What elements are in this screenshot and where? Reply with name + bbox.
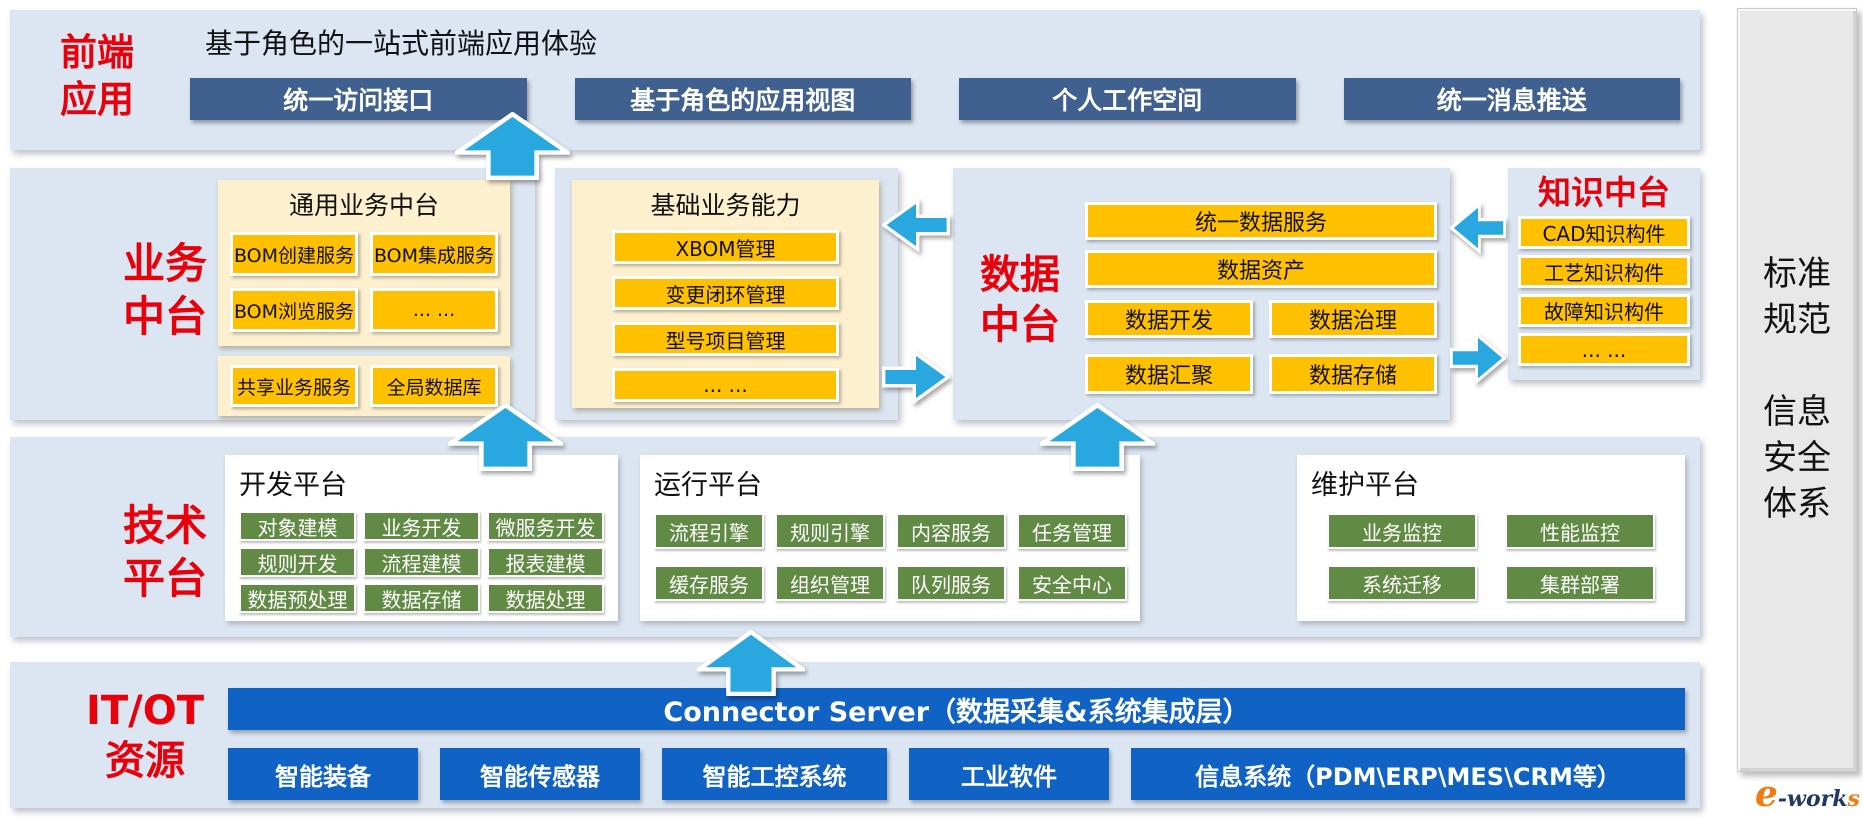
run-platform-title: 运行平台 xyxy=(654,470,762,501)
chip-object-modeling: 对象建模 xyxy=(239,511,356,541)
chip-data-store: 数据存储 xyxy=(363,583,480,613)
chip-unified-data-service: 统一数据服务 xyxy=(1085,202,1437,240)
chip-model-project: 型号项目管理 xyxy=(612,322,839,356)
eworks-logo-s: s xyxy=(1847,786,1860,812)
chip-rule-dev: 规则开发 xyxy=(239,547,356,577)
chip-microservice-dev: 微服务开发 xyxy=(487,511,604,541)
chip-data-asset: 数据资产 xyxy=(1085,250,1437,288)
up-arrow-itot-to-tech-icon xyxy=(697,630,805,696)
itot-layer-label: IT/OT 资源 xyxy=(85,688,205,785)
chip-cache-service: 缓存服务 xyxy=(654,565,764,601)
up-arrow-tech-to-business-icon xyxy=(448,403,563,471)
chip-rule-engine: 规则引擎 xyxy=(775,513,885,549)
chip-data-storage: 数据存储 xyxy=(1269,354,1437,394)
chip-report-modeling: 报表建模 xyxy=(487,547,604,577)
chip-task-manage: 任务管理 xyxy=(1017,513,1127,549)
business-layer-label: 业务 中台 xyxy=(122,239,207,341)
eworks-logo-work: -work xyxy=(1777,786,1848,812)
right-arrow-data-to-knowledge-icon xyxy=(1450,332,1506,384)
chip-business-dev: 业务开发 xyxy=(363,511,480,541)
chip-cad-knowledge: CAD知识构件 xyxy=(1518,216,1690,249)
chip-data-aggregation: 数据汇聚 xyxy=(1085,354,1253,394)
chip-data-preprocess: 数据预处理 xyxy=(239,583,356,613)
chip-process-knowledge: 工艺知识构件 xyxy=(1518,255,1690,288)
chip-security-center: 安全中心 xyxy=(1017,565,1127,601)
chip-information-systems: 信息系统（PDM\ERP\MES\CRM等） xyxy=(1131,748,1685,800)
chip-queue-service: 队列服务 xyxy=(896,565,1006,601)
basic-capability-title: 基础业务能力 xyxy=(650,191,801,220)
frontend-title: 基于角色的一站式前端应用体验 xyxy=(205,27,598,60)
general-business-title: 通用业务中台 xyxy=(288,191,439,220)
chip-business-monitor: 业务监控 xyxy=(1327,513,1477,549)
eworks-logo-e: e xyxy=(1755,773,1778,815)
standards-security-sidebar: 标准 规范 信息 安全 体系 xyxy=(1737,8,1857,772)
chip-bom-integrate: BOM集成服务 xyxy=(370,232,498,276)
chip-fault-knowledge: 故障知识构件 xyxy=(1518,294,1690,327)
banner-role-app-view: 基于角色的应用视图 xyxy=(574,78,911,120)
chip-industrial-software: 工业软件 xyxy=(909,748,1109,800)
banner-personal-workspace: 个人工作空间 xyxy=(959,78,1296,120)
connector-server-bar: Connector Server（数据采集&系统集成层） xyxy=(228,688,1685,730)
maintain-platform-box: 维护平台 业务监控 性能监控 系统迁移 集群部署 xyxy=(1297,455,1685,621)
chip-bom-create: BOM创建服务 xyxy=(230,232,358,276)
chip-org-manage: 组织管理 xyxy=(775,565,885,601)
left-arrow-knowledge-to-data-icon xyxy=(1450,202,1506,254)
chip-smart-equipment: 智能装备 xyxy=(228,748,418,800)
dev-platform-title: 开发平台 xyxy=(239,470,347,501)
chip-smart-industrial-control: 智能工控系统 xyxy=(662,748,887,800)
left-arrow-data-to-business-icon xyxy=(882,198,950,252)
eworks-logo: e-works xyxy=(1755,773,1860,815)
banner-unified-message-push: 统一消息推送 xyxy=(1343,78,1680,120)
right-arrow-business-to-data-icon xyxy=(882,350,950,404)
chip-shared-service: 共享业务服务 xyxy=(230,365,358,407)
maintain-platform-title: 维护平台 xyxy=(1311,470,1419,501)
frontend-banner-row: 统一访问接口 基于角色的应用视图 个人工作空间 统一消息推送 xyxy=(190,78,1680,120)
chip-performance-monitor: 性能监控 xyxy=(1505,513,1655,549)
chip-process-engine: 流程引擎 xyxy=(654,513,764,549)
chip-system-migration: 系统迁移 xyxy=(1327,565,1477,601)
dev-platform-box: 开发平台 对象建模 业务开发 微服务开发 规则开发 流程建模 报表建模 数据预处… xyxy=(225,455,618,621)
chip-cluster-deploy: 集群部署 xyxy=(1505,565,1655,601)
banner-unified-access: 统一访问接口 xyxy=(190,78,527,120)
shared-service-box: 共享业务服务 全局数据库 xyxy=(218,356,510,416)
standards-security-text: 标准 规范 信息 安全 体系 xyxy=(1763,254,1831,524)
frontend-layer-label: 前端 应用 xyxy=(60,31,134,121)
chip-data-process: 数据处理 xyxy=(487,583,604,613)
up-arrow-business-to-frontend-icon xyxy=(455,112,570,180)
run-platform-box: 运行平台 流程引擎 规则引擎 内容服务 任务管理 缓存服务 组织管理 队列服务 … xyxy=(640,455,1140,621)
chip-general-more: ... ... xyxy=(370,288,498,332)
chip-smart-sensor: 智能传感器 xyxy=(440,748,640,800)
chip-bom-browse: BOM浏览服务 xyxy=(230,288,358,332)
chip-knowledge-more: ... ... xyxy=(1518,333,1690,366)
chip-xbom: XBOM管理 xyxy=(612,230,839,264)
general-business-box: 通用业务中台 BOM创建服务 BOM集成服务 BOM浏览服务 ... ... xyxy=(218,180,510,346)
chip-change-loop: 变更闭环管理 xyxy=(612,276,839,310)
chip-process-modeling: 流程建模 xyxy=(363,547,480,577)
chip-basic-more: ... ... xyxy=(612,368,839,402)
chip-content-service: 内容服务 xyxy=(896,513,1006,549)
chip-data-dev: 数据开发 xyxy=(1085,300,1253,338)
tech-layer-label: 技术 平台 xyxy=(122,501,207,603)
basic-capability-box: 基础业务能力 XBOM管理 变更闭环管理 型号项目管理 ... ... xyxy=(572,180,879,408)
chip-global-database: 全局数据库 xyxy=(370,365,498,407)
chip-data-governance: 数据治理 xyxy=(1269,300,1437,338)
data-platform-label: 数据 中台 xyxy=(980,252,1060,349)
up-arrow-tech-to-data-icon xyxy=(1040,403,1155,471)
knowledge-platform-label: 知识中台 xyxy=(1538,173,1670,212)
